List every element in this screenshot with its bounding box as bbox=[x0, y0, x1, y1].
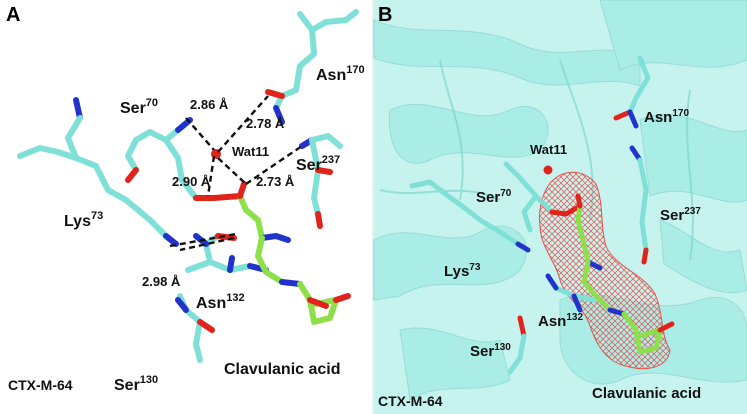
label-asn170-b: Asn170 bbox=[644, 108, 689, 126]
panel-b-labels: Wat11 Ser70 Asn170 Ser237 Lys73 Asn132 S… bbox=[378, 108, 701, 409]
label-wat11: Wat11 bbox=[232, 144, 269, 159]
distance-2-90: 2.90 Å bbox=[172, 174, 211, 189]
label-asn132-b: Asn132 bbox=[538, 312, 583, 330]
label-asn170: Asn170 bbox=[316, 64, 365, 84]
ser130-sticks bbox=[175, 293, 215, 363]
wat11-sphere-b bbox=[543, 165, 553, 175]
label-ser237: Ser237 bbox=[296, 154, 340, 174]
distance-2-73: 2.73 Å bbox=[256, 174, 295, 189]
label-lys73-b: Lys73 bbox=[444, 262, 481, 280]
label-ser130: Ser130 bbox=[114, 374, 158, 394]
label-protein-b: CTX-M-64 bbox=[378, 393, 443, 409]
distance-2-78: 2.78 Å bbox=[246, 116, 285, 131]
label-wat11-b: Wat11 bbox=[530, 142, 567, 157]
distance-2-86: 2.86 Å bbox=[190, 97, 229, 112]
label-ligand-a: Clavulanic acid bbox=[224, 361, 341, 378]
asn170-sticks bbox=[265, 9, 359, 125]
panel-b: B Wat11 Ser70 Asn170 Ser237 Lys73 Asn132… bbox=[373, 0, 747, 414]
panel-a-labels: Ser70 Asn170 Ser237 Lys73 Asn132 Ser130 … bbox=[8, 64, 365, 394]
label-ser237-b: Ser237 bbox=[660, 206, 701, 224]
label-lys73: Lys73 bbox=[64, 210, 103, 230]
lys73-sticks bbox=[17, 97, 179, 247]
label-ser130-b: Ser130 bbox=[470, 342, 511, 360]
panel-b-letter: B bbox=[378, 4, 392, 26]
label-ser70-b: Ser70 bbox=[476, 188, 512, 206]
label-protein-a: CTX-M-64 bbox=[8, 377, 73, 393]
distance-2-98: 2.98 Å bbox=[142, 274, 181, 289]
panel-a-letter: A bbox=[6, 4, 20, 26]
label-ligand-b: Clavulanic acid bbox=[592, 385, 701, 402]
clavulanic-acid-sticks bbox=[211, 181, 351, 325]
label-ser70: Ser70 bbox=[120, 97, 158, 117]
panel-a: A bbox=[0, 0, 372, 414]
panel-b-sticks bbox=[409, 55, 675, 375]
hydrogen-bonds bbox=[169, 95, 303, 252]
ser237-sticks bbox=[299, 133, 343, 229]
label-asn132: Asn132 bbox=[196, 292, 245, 312]
electron-density-mesh bbox=[539, 171, 671, 370]
